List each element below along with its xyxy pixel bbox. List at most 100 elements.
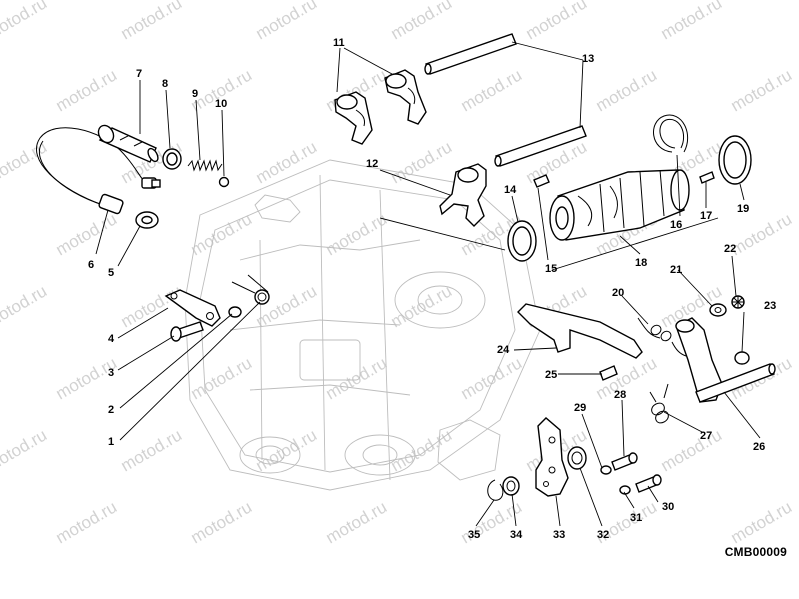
watermark-text: motod.ru <box>523 0 591 43</box>
watermark-text: motod.ru <box>388 0 456 43</box>
callout-26: 26 <box>753 441 765 453</box>
pin-part-25 <box>599 365 618 381</box>
star-washer-part-22 <box>731 295 745 309</box>
ball-part-10 <box>218 176 230 188</box>
watermark-text: motod.ru <box>253 137 321 187</box>
watermark-text: motod.ru <box>323 497 391 547</box>
callout-3: 3 <box>108 367 114 379</box>
callout-23: 23 <box>764 300 776 312</box>
callout-33: 33 <box>553 529 565 541</box>
engine-casing-background <box>184 159 541 491</box>
callout-20: 20 <box>612 287 624 299</box>
watermark-text: motod.ru <box>53 209 121 259</box>
ring-part-32 <box>567 446 587 470</box>
nut-part-23 <box>734 351 750 365</box>
pin-part-15 <box>533 174 550 188</box>
watermark-text: motod.ru <box>0 425 50 475</box>
bolt-part-3 <box>170 321 204 342</box>
watermark-text: motod.ru <box>728 65 796 115</box>
callout-28: 28 <box>614 389 626 401</box>
sensor-body-part-7 <box>97 124 159 163</box>
callout-8: 8 <box>162 78 168 90</box>
ring-part-14 <box>507 220 537 262</box>
shift-forks-part-11 <box>334 69 427 145</box>
callout-12: 12 <box>366 158 378 170</box>
callout-11: 11 <box>333 37 345 49</box>
o-ring-part-8 <box>162 148 182 170</box>
callout-2: 2 <box>108 404 114 416</box>
callout-22: 22 <box>724 243 736 255</box>
callout-4: 4 <box>108 333 115 345</box>
watermark-text: motod.ru <box>118 0 186 43</box>
watermark-text: motod.ru <box>593 65 661 115</box>
callout-7: 7 <box>136 68 142 80</box>
spring-part-20 <box>637 317 687 357</box>
washer-part-34 <box>502 476 520 496</box>
fork-shafts-part-13 <box>424 33 587 167</box>
callout-27: 27 <box>700 430 712 442</box>
callout-10: 10 <box>215 98 227 110</box>
washer-part-5 <box>135 211 159 229</box>
callout-25: 25 <box>545 369 557 381</box>
callout-15: 15 <box>545 263 557 275</box>
shift-fork-part-12 <box>439 163 487 227</box>
watermark-text: motod.ru <box>323 353 391 403</box>
watermark-text: motod.ru <box>53 497 121 547</box>
callout-5: 5 <box>108 267 114 279</box>
callout-18: 18 <box>635 257 647 269</box>
watermark-text: motod.ru <box>188 497 256 547</box>
watermark-text: motod.ru <box>458 353 526 403</box>
watermark-text: motod.ru <box>458 65 526 115</box>
ring-part-19 <box>718 135 752 185</box>
watermark-text: motod.ru <box>253 0 321 43</box>
callout-13: 13 <box>582 53 594 65</box>
callout-24: 24 <box>497 344 510 356</box>
leader-lines <box>95 41 761 527</box>
callout-19: 19 <box>737 203 749 215</box>
callout-16: 16 <box>670 219 682 231</box>
callout-1: 1 <box>108 436 114 448</box>
watermark-text: motod.ru <box>658 425 726 475</box>
lever-part-4 <box>164 289 221 327</box>
spring-part-27 <box>649 383 669 424</box>
washer-part-29 <box>600 465 612 475</box>
cam-plate-part-33 <box>535 417 569 497</box>
callout-35: 35 <box>468 529 480 541</box>
watermark-text: motod.ru <box>53 65 121 115</box>
watermark-text: motod.ru <box>728 497 796 547</box>
callout-32: 32 <box>597 529 609 541</box>
watermark-text: motod.ru <box>388 137 456 187</box>
watermark-text: motod.ru <box>188 353 256 403</box>
spring-part-9 <box>187 159 223 172</box>
watermark-text: motod.ru <box>0 0 50 43</box>
watermark-text: motod.ru <box>388 281 456 331</box>
shift-drum-part-18 <box>549 169 690 241</box>
watermark-text: motod.ru <box>323 209 391 259</box>
watermark-text: motod.ru <box>658 0 726 43</box>
callout-21: 21 <box>670 264 682 276</box>
watermark-text: motod.ru <box>0 137 50 187</box>
callout-6: 6 <box>88 259 94 271</box>
circlip-part-35 <box>487 479 504 501</box>
callout-29: 29 <box>574 402 586 414</box>
bolt-part-28 <box>611 452 638 471</box>
circlip-part-16 <box>653 114 689 153</box>
watermark-text: motod.ru <box>728 209 796 259</box>
drawing-code: CMB00009 <box>724 545 787 559</box>
callout-9: 9 <box>192 88 198 100</box>
callout-31: 31 <box>630 512 642 524</box>
pin-part-17 <box>699 171 715 184</box>
shift-arm-part-24 <box>517 303 643 359</box>
watermark-text: motod.ru <box>0 281 50 331</box>
callout-14: 14 <box>504 184 517 196</box>
selector-shaft-part-26 <box>675 317 776 403</box>
callout-30: 30 <box>662 501 674 513</box>
sensor-cable-part-6 <box>36 127 161 215</box>
watermark-text: motod.ru <box>118 281 186 331</box>
callout-labels: 11 13 7 8 9 10 12 14 16 17 19 15 18 6 5 … <box>88 37 776 541</box>
spring-part-1 <box>231 274 270 305</box>
callout-34: 34 <box>510 529 523 541</box>
bolt-part-30 <box>635 474 662 493</box>
washer-part-21 <box>709 303 727 317</box>
